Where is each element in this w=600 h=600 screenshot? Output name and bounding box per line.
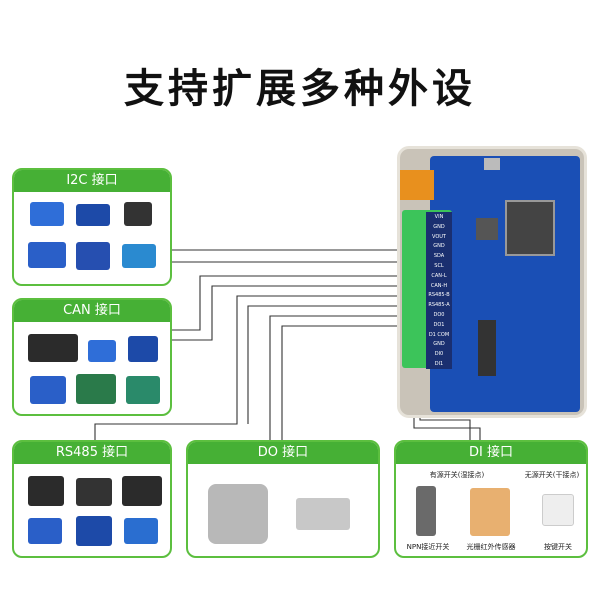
do-header: DO 接口 xyxy=(188,442,378,464)
active-switch-caption: 有源开关(湿接点) xyxy=(429,471,485,479)
esp32-module xyxy=(505,200,555,256)
npn-sensor-label: NPN接近开关 xyxy=(406,543,450,551)
can-module-image xyxy=(128,336,158,362)
i2c-panel: I2C 接口 xyxy=(12,168,172,286)
wire-rs485-2 xyxy=(247,305,430,424)
pin-label: GND xyxy=(426,339,452,350)
can-panel: CAN 接口 xyxy=(12,298,172,416)
pin-label: DI1 xyxy=(426,359,452,369)
i2c-header: I2C 接口 xyxy=(14,170,170,192)
pin-label: CAN-L xyxy=(426,270,452,281)
pin-label: GND xyxy=(426,241,452,252)
pcb-board xyxy=(430,156,580,412)
rs485-module-image xyxy=(76,478,112,506)
npn-sensor-image xyxy=(416,486,436,536)
page-title: 支持扩展多种外设 xyxy=(124,66,476,112)
pin-label: DO1 xyxy=(426,319,452,330)
light-curtain-label: 光栅红外传感器 xyxy=(466,543,516,551)
pin-label: VOUT xyxy=(426,231,452,242)
pin-label: SDA xyxy=(426,251,452,262)
inductor xyxy=(476,218,498,240)
can-module-image xyxy=(126,376,160,404)
pin-label: CAN-H xyxy=(426,280,452,291)
orange-flex-cable xyxy=(400,170,434,200)
rs485-module-image xyxy=(124,518,158,544)
di-header: DI 接口 xyxy=(396,442,586,464)
can-header: CAN 接口 xyxy=(14,300,170,322)
pin-label: VIN xyxy=(426,212,452,222)
i2c-module-image xyxy=(76,242,110,270)
rs485-module-image xyxy=(28,518,62,544)
pin-label: DO0 xyxy=(426,310,452,320)
button-switch-image xyxy=(542,494,574,526)
di-panel: DI 接口 有源开关(湿接点) 无源开关(干接点) NPN接近开关 光栅红外传感… xyxy=(394,440,588,558)
i2c-module-image xyxy=(76,204,110,226)
i2c-module-image xyxy=(122,244,156,268)
pin-label: DI0 xyxy=(426,349,452,360)
can-module-image xyxy=(88,340,116,362)
ffc-connector xyxy=(478,320,496,376)
pin-label: D1 COM xyxy=(426,329,452,340)
passive-switch-caption: 无源开关(干接点) xyxy=(524,471,580,479)
wire-do-2 xyxy=(281,325,430,440)
wire-can-2 xyxy=(170,285,430,341)
pin-label: SCL xyxy=(426,261,452,271)
can-module-image xyxy=(30,376,66,404)
wire-can-1 xyxy=(170,275,430,331)
pin-label: GND xyxy=(426,221,452,232)
i2c-module-image xyxy=(124,202,152,226)
i2c-module-image xyxy=(30,202,64,226)
pin-label: RS485-B xyxy=(426,290,452,301)
electric-lock-image xyxy=(296,498,350,530)
rs485-header: RS485 接口 xyxy=(14,442,170,464)
light-curtain-image xyxy=(470,488,510,536)
rs485-module-image xyxy=(122,476,162,506)
do-panel: DO 接口 xyxy=(186,440,380,558)
can-module-image xyxy=(28,334,78,362)
pin-label: RS485-A xyxy=(426,300,452,311)
solenoid-valve-image xyxy=(208,484,268,544)
wire-do-1 xyxy=(269,315,430,440)
usb-port xyxy=(484,158,500,170)
rs485-module-image xyxy=(28,476,64,506)
wire-rs485-1 xyxy=(94,295,430,440)
can-module-image xyxy=(76,374,116,404)
rs485-module-image xyxy=(76,516,112,546)
button-switch-label: 按键开关 xyxy=(544,543,572,551)
i2c-module-image xyxy=(28,242,66,268)
rs485-panel: RS485 接口 xyxy=(12,440,172,558)
